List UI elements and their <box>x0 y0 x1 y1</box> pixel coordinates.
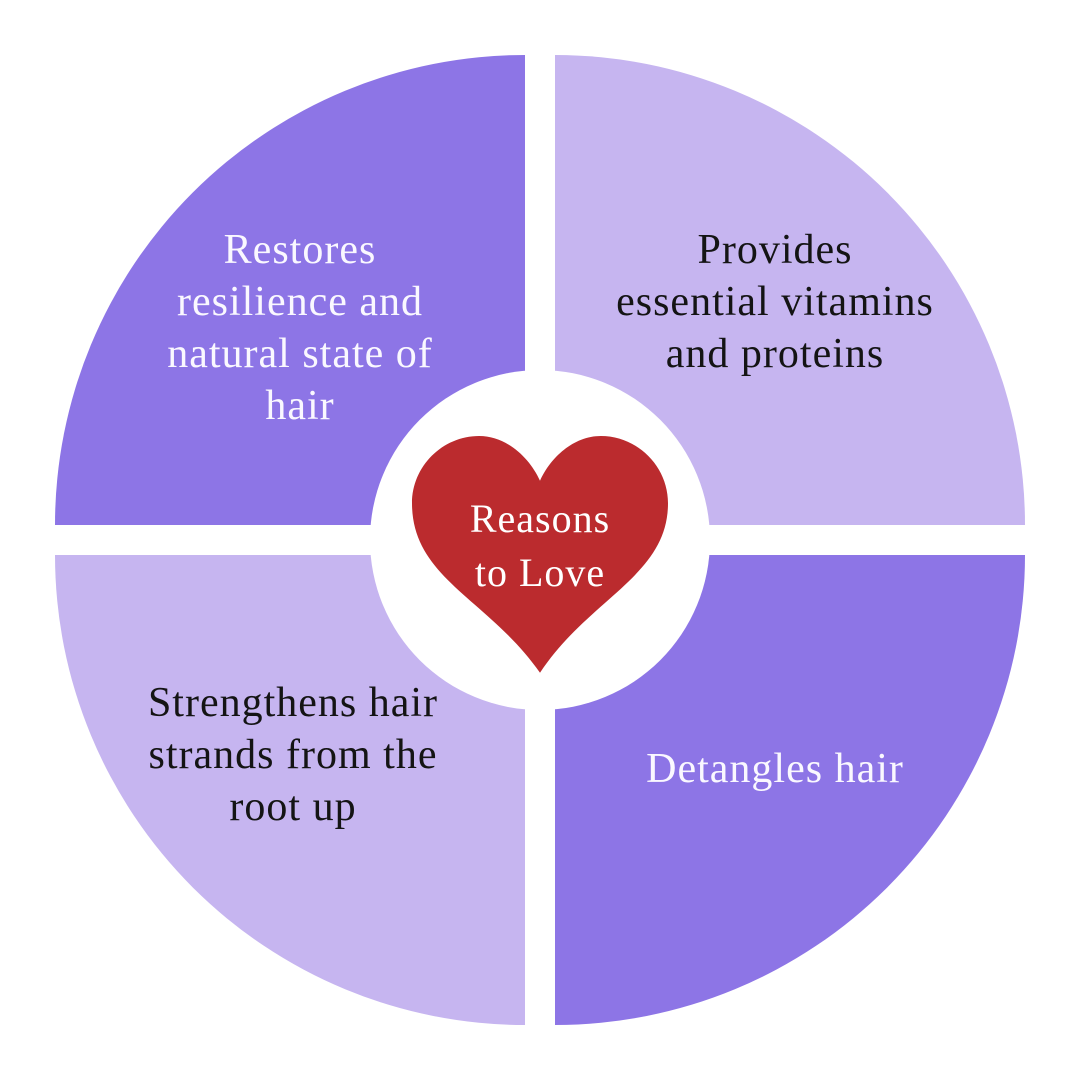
quadrant-bottom-right-wedge <box>555 555 1025 1025</box>
heart-label-line-1: Reasons <box>470 496 610 541</box>
quadrant-bottom-left-line: strands from the <box>149 732 438 778</box>
quadrant-top-left-line: hair <box>265 383 334 429</box>
quadrant-top-left-line: Restores <box>224 227 377 273</box>
heart-label-line-2: to Love <box>475 550 605 595</box>
quadrant-top-right-wedge <box>555 55 1025 525</box>
quadrant-bottom-left-line: root up <box>229 784 356 830</box>
quadrant-bottom-right-text: Detangles hair <box>646 746 904 792</box>
quadrant-top-left-wedge <box>55 55 525 525</box>
quadrant-top-right-text: Provides essential vitamins and proteins <box>616 227 934 377</box>
quadrant-top-left-text: Restores resilience and natural state of… <box>167 227 433 429</box>
heart-icon <box>412 436 668 673</box>
quadrant-top-right-line: and proteins <box>666 331 884 377</box>
quadrant-bottom-left-line: Strengthens hair <box>148 680 438 726</box>
quadrant-top-right-line: Provides <box>698 227 853 273</box>
quadrant-bottom-right-line: Detangles hair <box>646 746 904 792</box>
quadrant-top-left-line: natural state of <box>167 331 433 377</box>
quadrant-top-left-line: resilience and <box>177 279 423 325</box>
quadrant-top-right-line: essential vitamins <box>616 279 934 325</box>
quadrant-bottom-left-wedge <box>55 555 525 1025</box>
quadrant-bottom-left-text: Strengthens hair strands from the root u… <box>148 680 438 830</box>
